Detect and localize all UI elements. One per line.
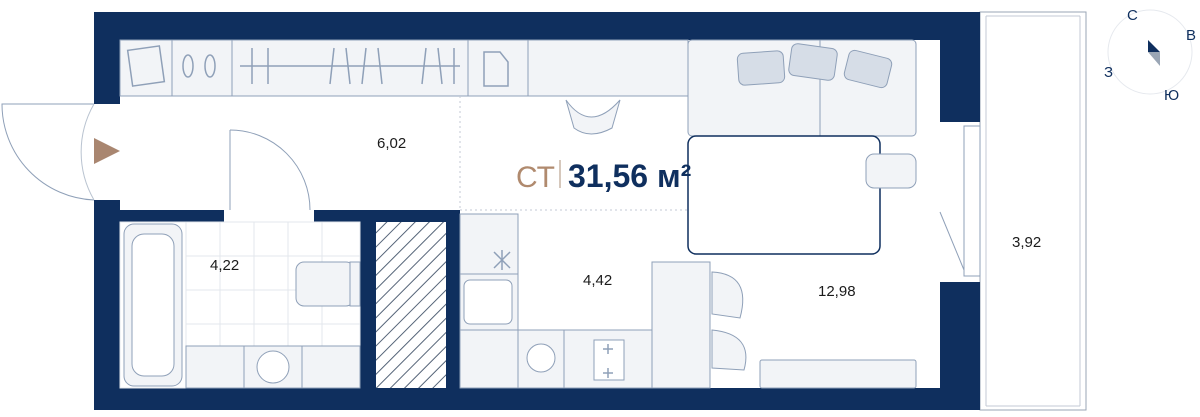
room-hall-area: 6,02 xyxy=(377,135,406,152)
ventilation-shaft xyxy=(376,222,446,388)
zone-separators xyxy=(459,96,688,211)
apartment-type: СТ xyxy=(516,161,555,194)
wardrobe-details xyxy=(126,45,509,87)
kitchen xyxy=(459,213,711,389)
compass-east: В xyxy=(1186,27,1196,44)
compass-needle-south-icon xyxy=(1148,52,1160,66)
room-living-area: 12,98 xyxy=(818,283,856,300)
bathroom-fixtures xyxy=(123,223,361,389)
room-balcony-area: 3,92 xyxy=(1012,234,1041,251)
sofa xyxy=(687,39,917,137)
bed xyxy=(687,135,881,255)
bedside-table xyxy=(865,153,917,189)
dining-chairs xyxy=(711,271,747,371)
compass: С В З Ю xyxy=(1104,7,1196,104)
compass-south: Ю xyxy=(1164,87,1179,104)
room-bathroom-area: 4,22 xyxy=(210,257,239,274)
total-area: 31,56 м² xyxy=(568,158,691,194)
tv-stand xyxy=(759,359,917,389)
chair xyxy=(565,99,621,135)
entrance-door xyxy=(1,103,95,201)
walls xyxy=(94,12,980,410)
compass-north: С xyxy=(1127,7,1138,24)
balcony xyxy=(979,11,1087,411)
balcony-door xyxy=(939,125,981,277)
compass-west: З xyxy=(1104,64,1113,81)
entry-arrow-icon xyxy=(94,138,120,164)
room-kitchen-area: 4,42 xyxy=(583,272,612,289)
bathroom-door xyxy=(229,129,311,211)
wardrobe xyxy=(119,39,689,97)
kitchen-details xyxy=(493,250,613,378)
compass-needle-north-icon xyxy=(1148,40,1160,52)
